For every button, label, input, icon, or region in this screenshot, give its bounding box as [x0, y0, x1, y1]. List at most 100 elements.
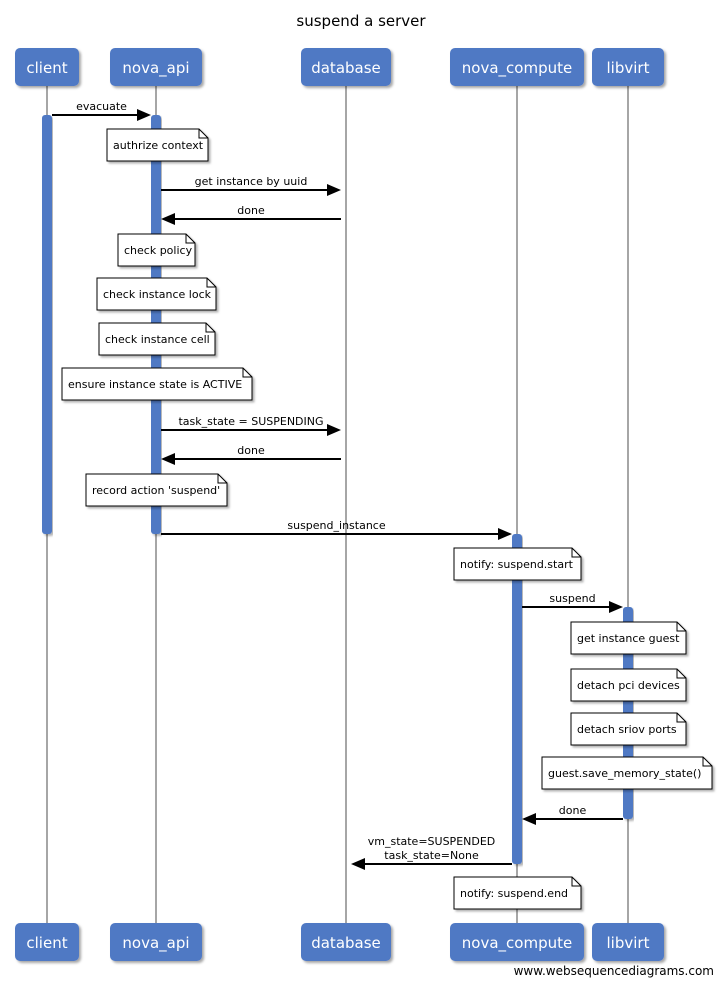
actor-label: nova_api — [122, 934, 189, 953]
note-nova_compute: notify: suspend.start — [453, 547, 582, 581]
note-text: notify: suspend.start — [460, 558, 574, 571]
actor-label: client — [26, 59, 67, 77]
message-libvirt-to-nova_compute: done — [522, 804, 623, 825]
note-fold — [206, 278, 216, 288]
note-nova_api: record action 'suspend' — [85, 473, 228, 507]
actor-client-top: client — [15, 48, 79, 86]
actor-label: libvirt — [607, 934, 650, 952]
note-text: check instance cell — [105, 333, 210, 346]
note-fold — [676, 622, 686, 632]
note-box — [96, 277, 217, 311]
note-fold — [185, 234, 195, 244]
note-box — [98, 322, 216, 356]
activation-nova_compute — [512, 534, 522, 864]
actor-box — [301, 48, 391, 86]
note-box — [570, 621, 687, 655]
actor-nova_compute-top: nova_compute — [450, 48, 584, 86]
actor-libvirt-top: libvirt — [592, 48, 664, 86]
message-nova_compute-to-libvirt: suspend — [522, 592, 623, 613]
actor-client-bottom: client — [15, 923, 79, 961]
note-libvirt: guest.save_memory_state() — [541, 756, 713, 790]
message-database-to-nova_api: done — [161, 444, 341, 465]
note-fold — [571, 548, 581, 558]
note-libvirt: detach sriov ports — [570, 712, 687, 746]
arrowhead — [137, 109, 151, 121]
actor-database-top: database — [301, 48, 391, 86]
note-box — [61, 367, 253, 401]
arrowhead — [327, 424, 341, 436]
note-box — [85, 473, 228, 507]
arrowhead — [351, 858, 365, 870]
actor-label: libvirt — [607, 59, 650, 77]
message-label: suspend — [549, 592, 595, 605]
arrowhead — [522, 813, 536, 825]
diagram-title: suspend a server — [296, 12, 426, 30]
note-text: record action 'suspend' — [92, 484, 220, 497]
actor-box — [450, 923, 584, 961]
message-nova_api-to-database: get instance by uuid — [161, 175, 341, 196]
note-text: detach sriov ports — [577, 723, 677, 736]
actor-box — [110, 48, 202, 86]
actor-label: database — [311, 59, 381, 77]
actor-label: client — [26, 934, 67, 952]
note-box — [541, 756, 713, 790]
arrowhead — [161, 213, 175, 225]
note-box — [570, 712, 687, 746]
note-text: ensure instance state is ACTIVE — [68, 378, 242, 391]
note-fold — [676, 713, 686, 723]
note-fold — [242, 368, 252, 378]
actor-box — [301, 923, 391, 961]
note-text: check policy — [124, 244, 193, 257]
note-fold — [676, 669, 686, 679]
actor-box — [592, 923, 664, 961]
note-box — [453, 547, 582, 581]
actor-database-bottom: database — [301, 923, 391, 961]
arrowhead — [498, 528, 512, 540]
actor-nova_api-bottom: nova_api — [110, 923, 202, 961]
note-nova_compute: notify: suspend.end — [453, 876, 582, 910]
actor-label: database — [311, 934, 381, 952]
message-label: suspend_instance — [287, 519, 385, 532]
note-text: authrize context — [113, 139, 204, 152]
actor-libvirt-bottom: libvirt — [592, 923, 664, 961]
actor-box — [450, 48, 584, 86]
message-label: done — [237, 444, 265, 457]
note-nova_api: check policy — [117, 233, 196, 267]
message-client-to-nova_api: evacuate — [52, 100, 151, 121]
actor-box — [110, 923, 202, 961]
note-libvirt: detach pci devices — [570, 668, 687, 702]
message-label: evacuate — [76, 100, 127, 113]
note-text: detach pci devices — [577, 679, 680, 692]
note-fold — [198, 129, 208, 139]
actor-label: nova_api — [122, 59, 189, 78]
message-label: task_state = SUSPENDING — [178, 415, 323, 428]
note-text: check instance lock — [103, 288, 212, 301]
note-text: notify: suspend.end — [460, 887, 568, 900]
activation-client — [42, 115, 52, 534]
note-libvirt: get instance guest — [570, 621, 687, 655]
note-box — [570, 668, 687, 702]
message-nova_api-to-nova_compute: suspend_instance — [161, 519, 512, 540]
message-label: vm_state=SUSPENDED — [368, 835, 496, 848]
actor-box — [15, 923, 79, 961]
arrowhead — [327, 184, 341, 196]
message-nova_api-to-database: task_state = SUSPENDING — [161, 415, 341, 436]
note-text: get instance guest — [577, 632, 680, 645]
note-box — [453, 876, 582, 910]
note-fold — [702, 757, 712, 767]
actor-box — [15, 48, 79, 86]
message-label: task_state=None — [384, 849, 479, 862]
message-label: get instance by uuid — [195, 175, 308, 188]
arrowhead — [161, 453, 175, 465]
message-label: done — [559, 804, 587, 817]
note-nova_api: authrize context — [106, 128, 209, 162]
message-database-to-nova_api: done — [161, 204, 341, 225]
footer-credit: www.websequencediagrams.com — [514, 964, 714, 978]
actor-nova_compute-bottom: nova_compute — [450, 923, 584, 961]
note-fold — [571, 877, 581, 887]
actor-label: nova_compute — [462, 59, 572, 78]
note-nova_api: check instance cell — [98, 322, 216, 356]
actor-label: nova_compute — [462, 934, 572, 953]
